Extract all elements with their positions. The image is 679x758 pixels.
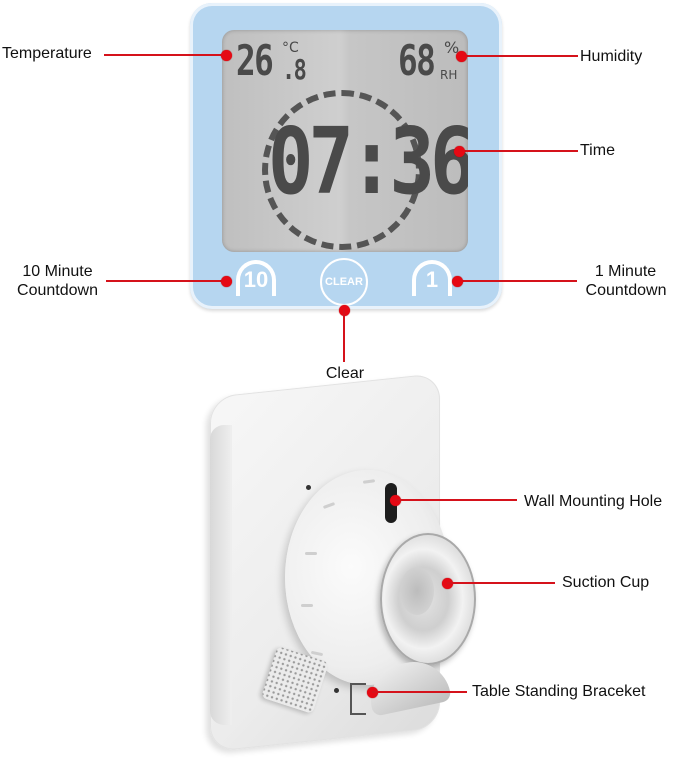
callout-humidity: Humidity (580, 48, 643, 65)
disc-tick (305, 552, 317, 555)
callout-dot-ten-minute (221, 276, 232, 287)
callout-time: Time (580, 142, 615, 159)
callout-line-table-standing-bracket (372, 691, 467, 693)
back-pin-hole (306, 485, 311, 490)
clear-button[interactable]: CLEAR (320, 258, 368, 306)
callout-dot-temperature (221, 50, 232, 61)
clock-front-view: 26 .8 °C 68 % RH 07:36 10 CLEAR 1 (190, 3, 502, 309)
ten-minute-label: 10 (243, 267, 269, 292)
suction-cup (380, 533, 476, 665)
suction-cup-center (400, 567, 434, 615)
time-value: 07:36 (268, 108, 468, 215)
temperature-decimal: .8 (282, 53, 307, 86)
button-row: 10 CLEAR 1 (190, 258, 502, 308)
callout-wall-mounting-hole: Wall Mounting Hole (524, 493, 663, 510)
lcd-display: 26 .8 °C 68 % RH 07:36 (222, 30, 468, 252)
table-standing-bracket[interactable] (350, 683, 366, 715)
temperature-unit: °C (282, 40, 299, 56)
callout-one-minute-line2: Countdown (585, 282, 667, 299)
disc-tick (310, 650, 324, 657)
callout-dot-one-minute (452, 276, 463, 287)
callout-line-wall-mounting-hole (395, 499, 517, 501)
callout-dot-humidity (456, 51, 467, 62)
callout-table-standing-bracket: Table Standing Braceket (472, 683, 646, 700)
countdown-ring (262, 90, 422, 250)
callout-ten-minute-line2: Countdown (17, 282, 98, 299)
callout-line-ten-minute (106, 280, 226, 282)
callout-line-temperature (104, 54, 226, 56)
disc-tick (322, 502, 336, 509)
humidity-value: 68 (398, 36, 436, 85)
humidity-rh-label: RH (440, 68, 458, 82)
callout-dot-time (454, 146, 465, 157)
clear-button-label: CLEAR (325, 276, 363, 288)
callout-one-minute-line1: 1 Minute (594, 263, 657, 280)
callout-clear: Clear (325, 365, 365, 382)
callout-line-time (458, 150, 578, 152)
one-minute-countdown-button[interactable]: 1 (412, 260, 452, 296)
callout-line-suction-cup (447, 582, 555, 584)
one-minute-label: 1 (425, 267, 439, 292)
callout-line-humidity (460, 55, 578, 57)
clock-back-view (210, 372, 476, 755)
disc-tick (301, 604, 313, 607)
callout-temperature: Temperature (2, 45, 92, 62)
callout-line-one-minute (457, 280, 577, 282)
callout-line-clear (343, 310, 345, 362)
humidity-unit: % (444, 38, 460, 57)
disc-tick (362, 479, 376, 484)
ten-minute-countdown-button[interactable]: 10 (236, 260, 276, 296)
callout-ten-minute-line1: 10 Minute (22, 263, 93, 280)
temperature-value: 26 (236, 36, 274, 85)
callout-suction-cup: Suction Cup (562, 574, 650, 591)
speaker-pin-hole (334, 688, 339, 693)
back-plate-edge (210, 425, 232, 725)
